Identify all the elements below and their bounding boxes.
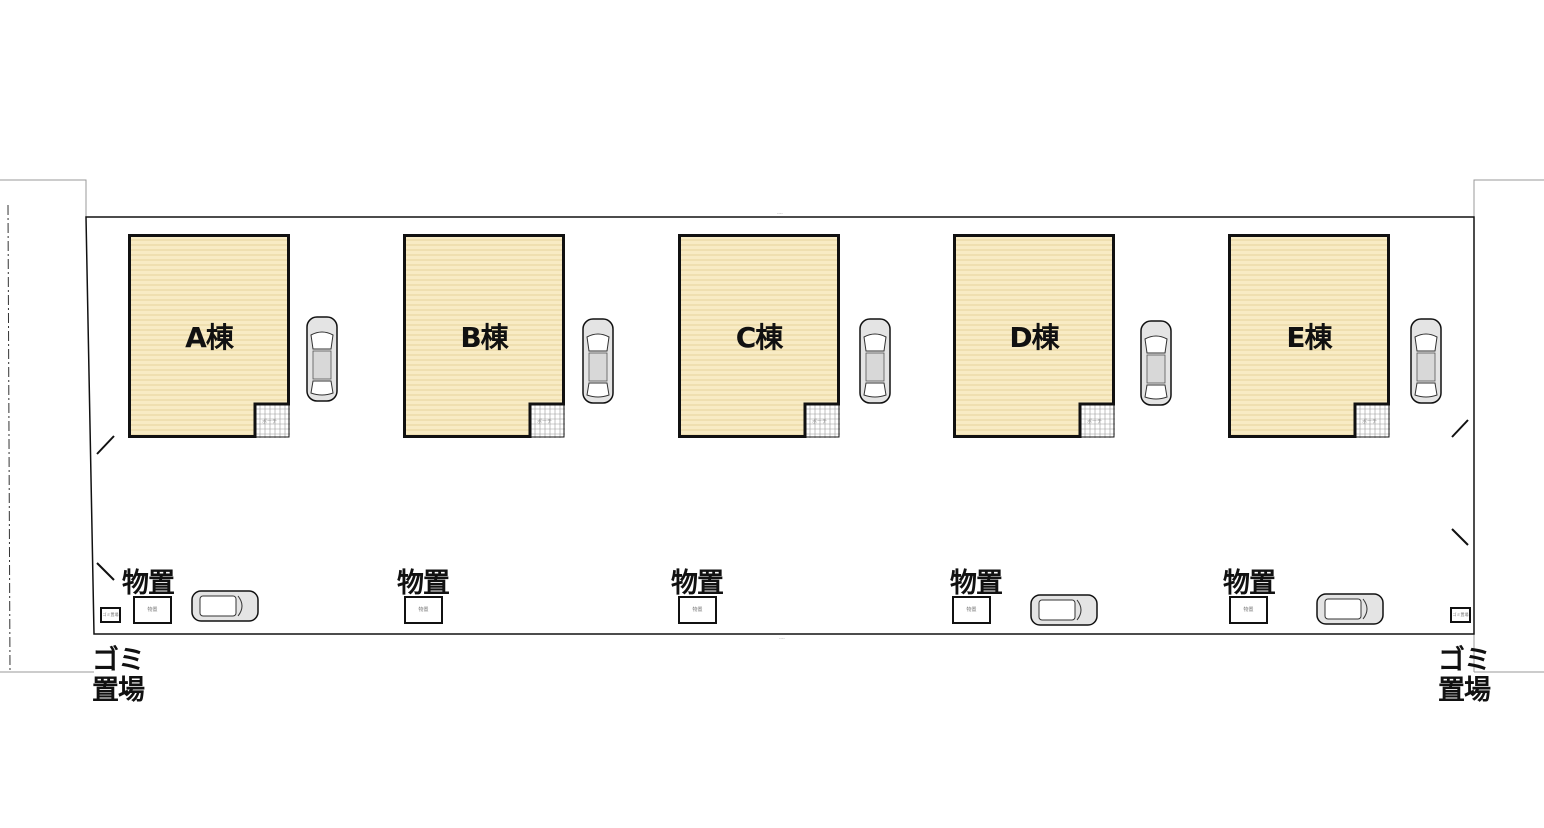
garbage-label-right: ゴミ 置場 — [1438, 645, 1491, 706]
shed-box: 物置 — [1229, 596, 1268, 624]
porch-label: ポーチ — [262, 419, 278, 425]
garbage-label-line1: ゴミ — [1438, 645, 1491, 676]
car-icon — [1410, 318, 1442, 404]
building-label: A棟 — [185, 321, 234, 354]
car-icon — [1140, 320, 1172, 406]
shed-label: 物置 — [671, 568, 724, 599]
car-icon — [1316, 593, 1384, 625]
building-label: C棟 — [735, 321, 784, 354]
building-c: C棟 ポーチ — [678, 234, 840, 438]
garbage-area-box-left: ゴミ置場 — [100, 607, 121, 623]
building-e: E棟 ポーチ — [1228, 234, 1390, 438]
car-icon — [582, 318, 614, 404]
shed-box: 物置 — [952, 596, 991, 624]
car-icon — [859, 318, 891, 404]
building-b: B棟 ポーチ — [403, 234, 565, 438]
porch-label: ポーチ — [1362, 419, 1378, 425]
porch-label: ポーチ — [1087, 419, 1103, 425]
garbage-label-line1: ゴミ — [92, 645, 145, 676]
garbage-area-box-right: ゴミ置場 — [1450, 607, 1471, 623]
car-icon — [191, 590, 259, 622]
shed-box: 物置 — [404, 596, 443, 624]
shed-label: 物置 — [950, 568, 1003, 599]
garbage-label-left: ゴミ 置場 — [92, 645, 145, 706]
shed-box: 物置 — [133, 596, 172, 624]
garbage-label-line2: 置場 — [92, 675, 145, 706]
building-a: A棟 ポーチ — [128, 234, 290, 438]
building-label: E棟 — [1286, 321, 1332, 354]
shed-label: 物置 — [1223, 568, 1276, 599]
shed-label: 物置 — [397, 568, 450, 599]
porch-label: ポーチ — [537, 419, 553, 425]
garbage-label-line2: 置場 — [1438, 675, 1491, 706]
building-d: D棟 ポーチ — [953, 234, 1115, 438]
shed-label: 物置 — [122, 568, 175, 599]
car-icon — [1030, 594, 1098, 626]
shed-box: 物置 — [678, 596, 717, 624]
car-icon — [306, 316, 338, 402]
porch-label: ポーチ — [812, 419, 828, 425]
building-label: B棟 — [460, 321, 508, 354]
building-label: D棟 — [1009, 321, 1059, 354]
